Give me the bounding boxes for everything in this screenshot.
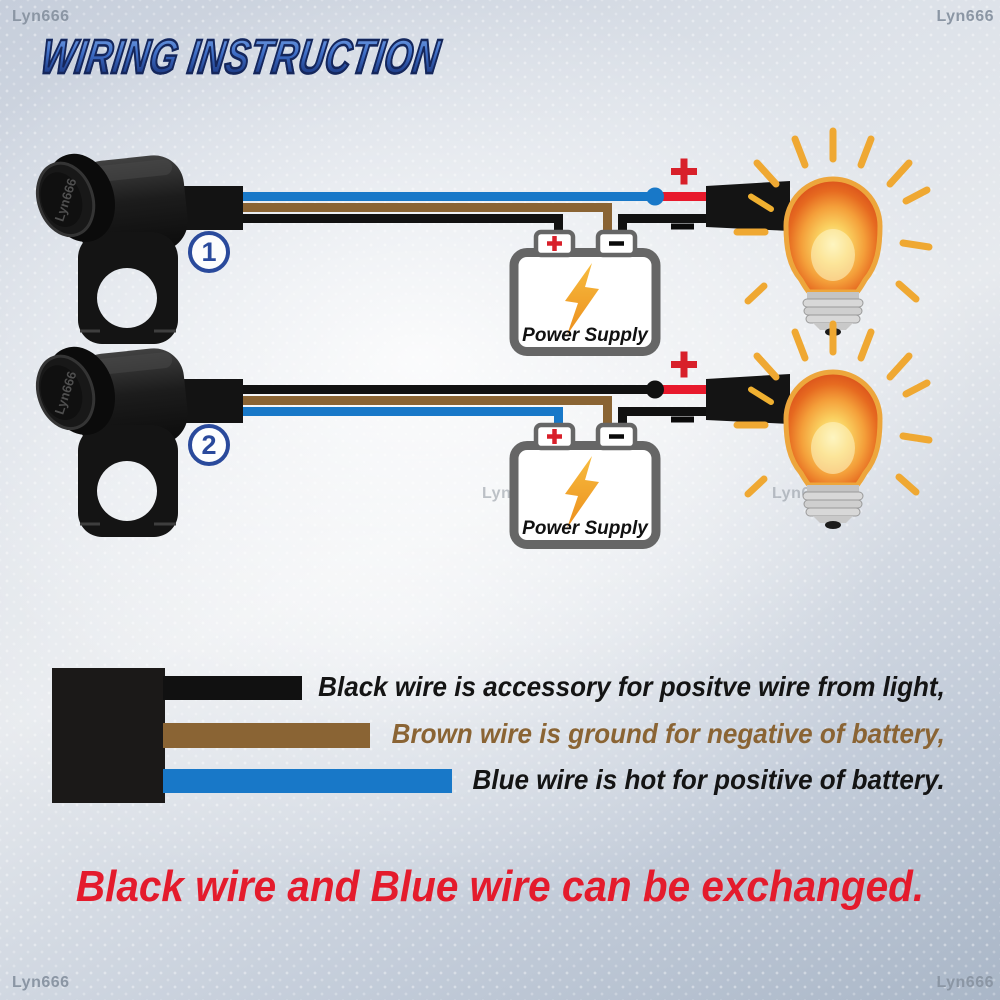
- legend-black-wire-bar: [163, 676, 302, 700]
- diagram-number-badge: [188, 231, 230, 273]
- legend-label-black: Black wire is accessory for positve wire…: [318, 671, 945, 702]
- legend-label-blue: Blue wire is hot for positive of battery…: [472, 764, 945, 795]
- page-title: WIRING INSTRUCTION: [36, 30, 445, 85]
- diagram-number: 2: [201, 430, 216, 460]
- minus-sign: [671, 223, 694, 230]
- legend-label-brown: Brown wire is ground for negative of bat…: [391, 718, 945, 749]
- watermark-top-right: Lyn666: [936, 8, 994, 25]
- plus-sign: [671, 158, 697, 185]
- black-wire: [243, 214, 563, 233]
- diagram-number-badge: [188, 424, 230, 466]
- legend-brown-wire-bar: [163, 723, 370, 748]
- cable-sheath: [52, 668, 165, 803]
- diagram-1: Power Supply 1: [25, 131, 929, 352]
- watermark-top-left: Lyn666: [12, 8, 70, 25]
- blue-wire: [243, 407, 563, 426]
- brown-wire: [243, 396, 612, 426]
- diagram-2: Power Supply 2: [25, 324, 929, 545]
- bulb-negative-wire: [618, 407, 707, 426]
- wire-junction-dot: [646, 187, 664, 206]
- minus-sign: [671, 416, 694, 423]
- watermark-bottom-left: Lyn666: [12, 974, 70, 991]
- bulb-negative-wire: [618, 214, 707, 233]
- power-supply-label: Power Supply: [522, 325, 649, 346]
- exchange-note: Black wire and Blue wire can be exchange…: [75, 862, 925, 911]
- wiring-diagrams: Lyn666: [25, 0, 1000, 640]
- wire-junction-dot: [646, 380, 664, 399]
- plus-sign: [671, 351, 697, 378]
- brown-wire: [243, 203, 612, 233]
- diagram-number: 1: [201, 237, 216, 267]
- power-supply-label: Power Supply: [522, 518, 649, 539]
- legend-blue-wire-bar: [163, 769, 452, 793]
- watermark-bottom-right: Lyn666: [936, 974, 994, 991]
